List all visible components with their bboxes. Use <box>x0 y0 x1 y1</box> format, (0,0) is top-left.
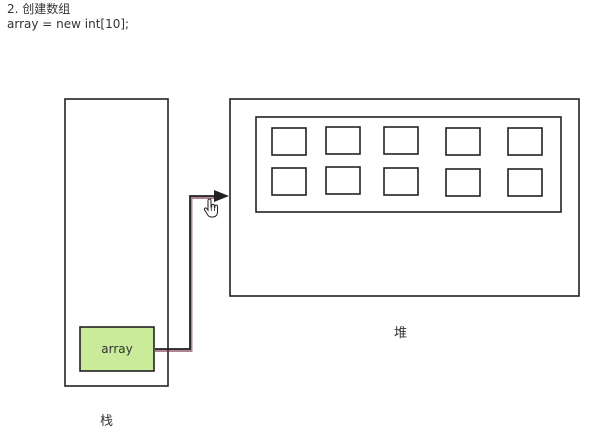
array-cell <box>445 168 481 197</box>
array-cell <box>383 126 419 155</box>
code-line: array = new int[10]; <box>7 17 130 31</box>
array-cell <box>271 127 307 156</box>
hand-pointer-icon <box>203 198 218 218</box>
heap-label: 堆 <box>394 326 408 341</box>
array-cell <box>325 166 361 195</box>
heading: 2. 创建数组 array = new int[10]; <box>7 2 129 32</box>
reference-arrow <box>155 195 216 350</box>
array-cells <box>271 126 543 197</box>
array-cell <box>383 167 419 196</box>
step-title: 2. 创建数组 <box>7 2 71 16</box>
array-cell <box>507 168 543 197</box>
array-cell <box>445 127 481 156</box>
array-variable-label: array <box>101 342 133 356</box>
reference-arrow-shadow <box>155 196 215 352</box>
array-variable-box <box>79 326 155 372</box>
arrow-head <box>214 190 229 202</box>
array-cell <box>325 126 361 155</box>
array-cell <box>271 167 307 196</box>
stack-label: 栈 <box>100 414 114 429</box>
array-cell <box>507 127 543 156</box>
